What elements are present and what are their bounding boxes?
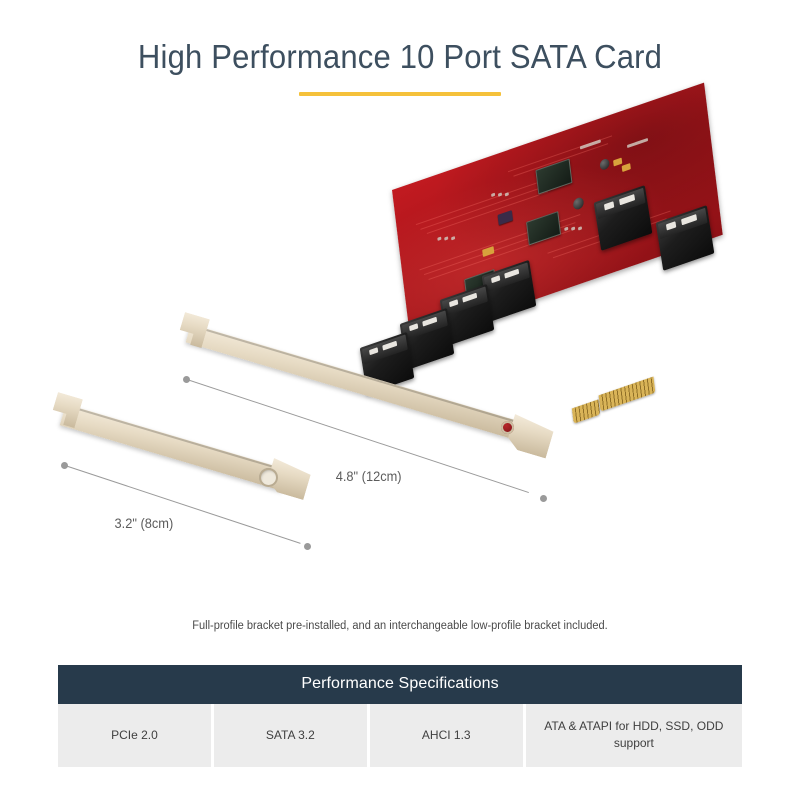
- page-title: High Performance 10 Port SATA Card: [137, 38, 663, 75]
- dimension-label-low-profile: 3.2" (8cm): [109, 514, 179, 533]
- full-profile-bracket: [185, 310, 565, 440]
- performance-specifications-table: Performance Specifications PCIe 2.0 SATA…: [58, 665, 743, 767]
- bracket-mounting-hole: [259, 468, 278, 487]
- pcie-edge-connector: [571, 399, 601, 424]
- bracket-mounting-hole: [501, 421, 514, 434]
- low-profile-bracket: [58, 388, 348, 518]
- spec-cell-sata: SATA 3.2: [213, 704, 370, 767]
- spec-table-header: Performance Specifications: [58, 665, 742, 704]
- spec-cell-ata-atapi: ATA & ATAPI for HDD, SSD, ODD support: [525, 704, 743, 767]
- bracket-caption: Full-profile bracket pre-installed, and …: [192, 620, 608, 632]
- spec-cell-pcie: PCIe 2.0: [58, 704, 214, 767]
- title-accent-bar: [299, 92, 501, 96]
- spec-cell-ahci: AHCI 1.3: [369, 704, 526, 767]
- spec-table-row: PCIe 2.0 SATA 3.2 AHCI 1.3 ATA & ATAPI f…: [58, 704, 743, 767]
- product-photo: 4.8" (12cm) 3.2" (8cm): [0, 82, 800, 590]
- pcie-edge-connector: [598, 376, 656, 412]
- dimension-label-full-profile: 4.8" (12cm): [330, 467, 407, 486]
